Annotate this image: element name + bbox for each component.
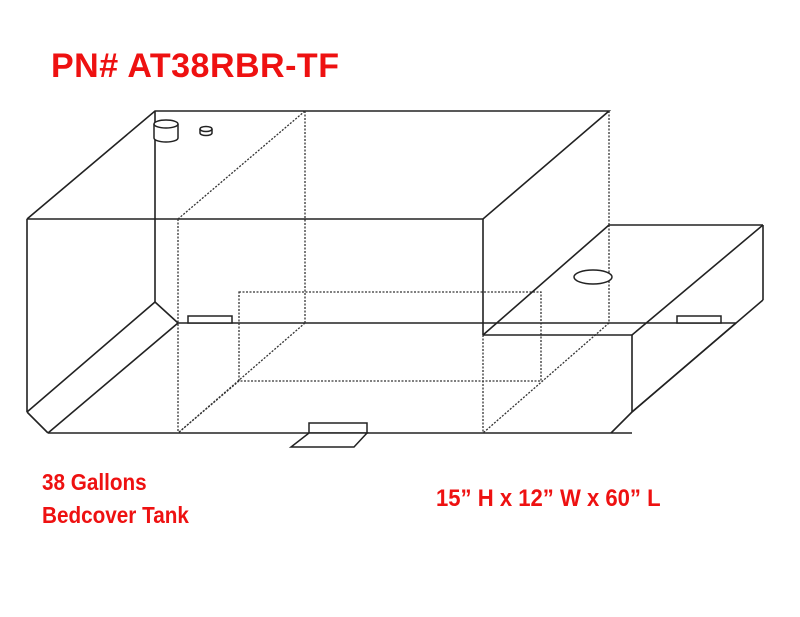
tall-section-outline (26, 110, 632, 434)
step-section-outline (482, 224, 764, 434)
dimensions-caption: 15” H x 12” W x 60” L (436, 485, 661, 512)
mounting-tab-left (187, 315, 233, 324)
tank-type-text: Bedcover Tank (42, 502, 189, 528)
part-number-title: PN# AT38RBR-TF (51, 47, 340, 85)
sending-unit-port-icon (573, 269, 613, 285)
fill-neck-icon (153, 119, 179, 143)
capacity-text: 38 Gallons (42, 469, 147, 495)
mounting-tab-bottom (288, 422, 369, 448)
hidden-edges (177, 110, 610, 434)
capacity-caption: 38 Gallons Bedcover Tank (42, 466, 205, 532)
mounting-tab-right (676, 315, 722, 324)
vent-fitting-icon (199, 125, 213, 137)
